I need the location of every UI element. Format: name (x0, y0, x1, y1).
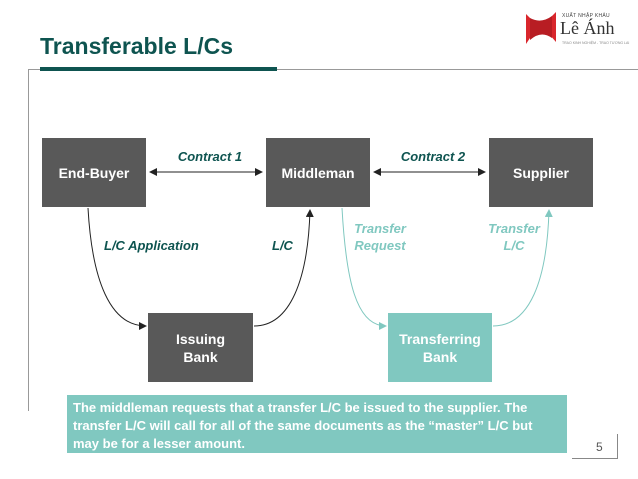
page-number-line-horizontal (572, 458, 618, 459)
logo-mark-icon (526, 12, 556, 44)
lc-application-arrow (87, 207, 147, 330)
transferring-bank-box: Transferring Bank (388, 313, 492, 382)
page-number-line-vertical (617, 434, 618, 458)
end-buyer-box: End-Buyer (42, 138, 146, 207)
contract2-label: Contract 2 (400, 149, 466, 164)
issuing-bank-box: Issuing Bank (148, 313, 253, 382)
transfer-request-arrow (341, 207, 387, 330)
slide-title: Transferable L/Cs (40, 33, 234, 59)
logo-tagline-bottom: TRAO KINH NGHIỆM - TRAO TƯƠNG LAI (562, 41, 630, 45)
logo-tagline-top: XUẤT NHẬP KHẨU (562, 13, 610, 19)
supplier-box: Supplier (489, 138, 593, 207)
logo-name: Lê Ánh (560, 18, 615, 38)
frame-line-vertical (28, 69, 29, 411)
page-number: 5 (596, 440, 603, 454)
transfer-lc-arrow (492, 209, 553, 327)
middleman-box: Middleman (266, 138, 370, 207)
lc-arrow (253, 209, 314, 327)
transfer-lc-label: Transfer L/C (488, 221, 540, 253)
transfer-request-label: Transfer Request (354, 221, 406, 253)
frame-line-horizontal (28, 69, 638, 70)
lc-application-label: L/C Application (104, 238, 199, 253)
lc-label: L/C (272, 238, 293, 253)
logo: XUẤT NHẬP KHẨU Lê Ánh TRAO KINH NGHIỆM -… (524, 10, 634, 50)
title-underline (40, 67, 277, 71)
contract1-label: Contract 1 (177, 149, 243, 164)
explanation-note: The middleman requests that a transfer L… (67, 395, 567, 453)
